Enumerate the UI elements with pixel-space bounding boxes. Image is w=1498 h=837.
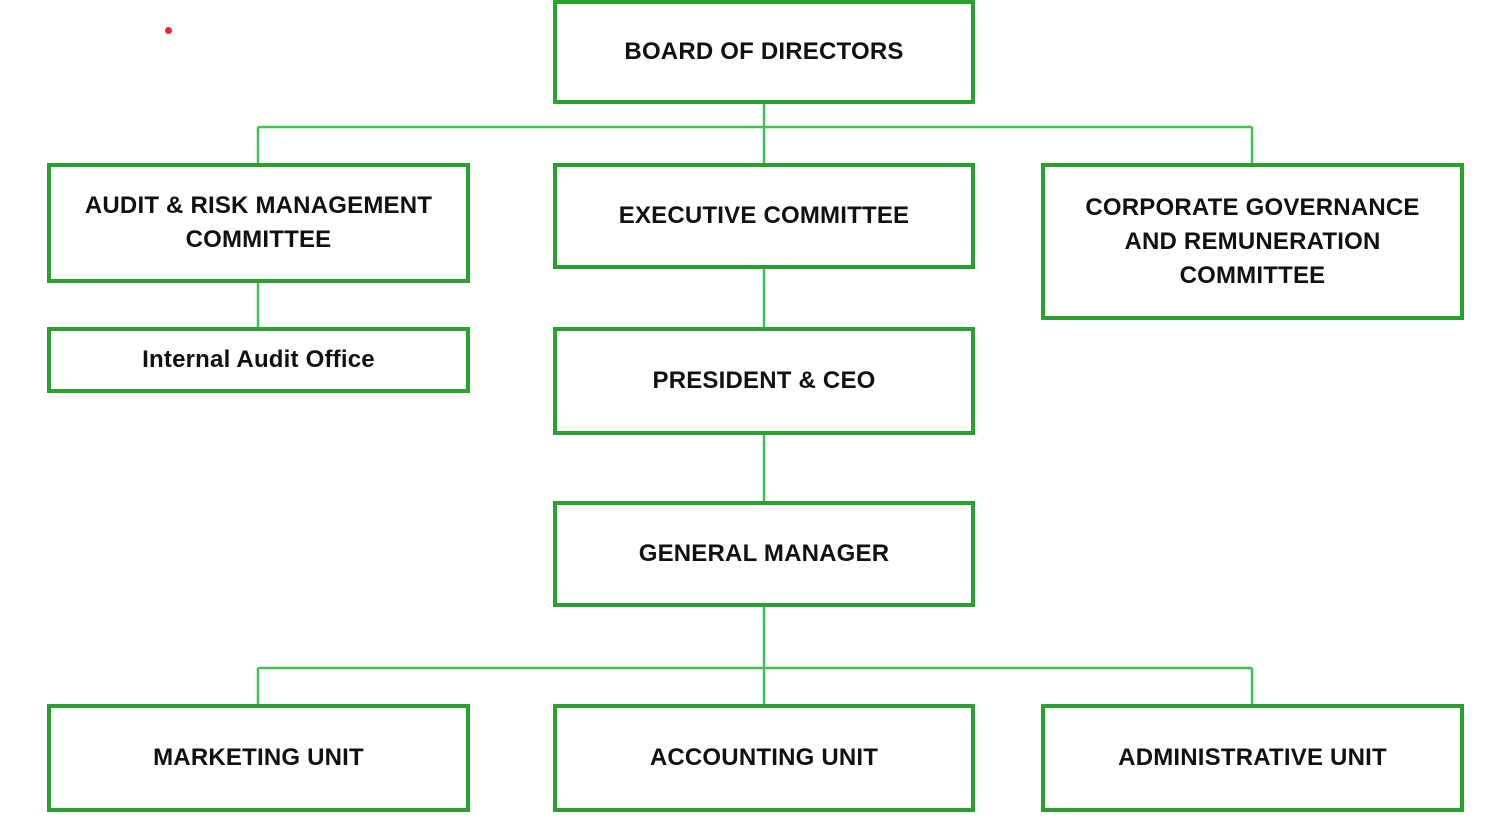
label-governance-committee: CORPORATE GOVERNANCE AND REMUNERATION CO… bbox=[1085, 193, 1420, 289]
box-administrative-unit: ADMINISTRATIVE UNIT bbox=[1041, 704, 1464, 812]
label-internal-audit-office: Internal Audit Office bbox=[142, 346, 375, 373]
box-governance-committee: CORPORATE GOVERNANCE AND REMUNERATION CO… bbox=[1041, 163, 1464, 320]
box-internal-audit-office: Internal Audit Office bbox=[47, 327, 470, 393]
label-executive-committee: EXECUTIVE COMMITTEE bbox=[618, 202, 910, 229]
label-administrative-unit: ADMINISTRATIVE UNIT bbox=[1118, 744, 1387, 771]
label-board-of-directors: BOARD OF DIRECTORS bbox=[624, 38, 904, 65]
box-accounting-unit: ACCOUNTING UNIT bbox=[553, 704, 975, 812]
label-president-ceo: PRESIDENT & CEO bbox=[652, 367, 876, 394]
label-general-manager: GENERAL MANAGER bbox=[638, 540, 890, 567]
marker-dot bbox=[165, 27, 172, 34]
label-accounting-unit: ACCOUNTING UNIT bbox=[649, 744, 879, 771]
box-board-of-directors: BOARD OF DIRECTORS bbox=[553, 0, 975, 104]
box-executive-committee: EXECUTIVE COMMITTEE bbox=[553, 163, 975, 269]
label-marketing-unit: MARKETING UNIT bbox=[153, 744, 364, 771]
box-audit-risk-committee: AUDIT & RISK MANAGEMENT COMMITTEE bbox=[47, 163, 470, 283]
box-president-ceo: PRESIDENT & CEO bbox=[553, 327, 975, 435]
box-marketing-unit: MARKETING UNIT bbox=[47, 704, 470, 812]
box-general-manager: GENERAL MANAGER bbox=[553, 501, 975, 607]
label-audit-risk-committee: AUDIT & RISK MANAGEMENT COMMITTEE bbox=[84, 192, 433, 253]
